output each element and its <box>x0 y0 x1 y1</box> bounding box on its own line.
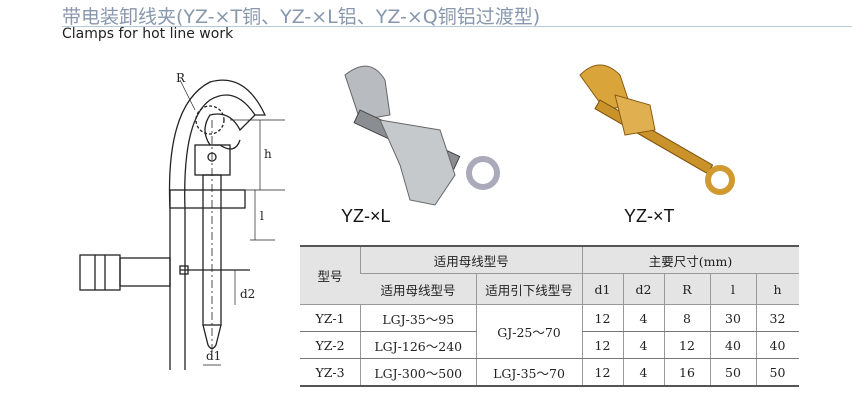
label-R: R <box>176 71 186 85</box>
cell-bus: LGJ-300～500 <box>360 358 476 387</box>
cell-down: GJ-25～70 <box>475 304 582 359</box>
header-l: l <box>709 273 756 305</box>
cell-d2: 4 <box>622 331 664 359</box>
cell-R: 8 <box>663 304 710 332</box>
header-bus: 适用母线型号 <box>360 273 476 305</box>
cell-bus: LGJ-126～240 <box>360 331 476 359</box>
header-R: R <box>663 273 710 305</box>
photo-caption-yz-l: YZ-×L <box>341 206 391 226</box>
header-model: 型号 <box>300 245 361 305</box>
photo-yz-l-clamp <box>344 65 500 206</box>
table-header-row: 型号 适用母线型号 主要尺寸(mm) <box>300 245 799 305</box>
technical-drawing: R h l d2 d1 <box>79 71 285 370</box>
table-row: YZ-2 LGJ-126～240 12 4 12 40 40 <box>300 331 799 359</box>
cell-R: 16 <box>663 358 710 387</box>
header-dims-group: 主要尺寸(mm) <box>581 245 799 274</box>
label-d1: d1 <box>206 349 221 363</box>
cell-down: LGJ-35～70 <box>475 358 582 387</box>
cell-h: 40 <box>755 331 799 359</box>
header-down: 适用引下线型号 <box>475 273 582 305</box>
cell-l: 40 <box>709 331 756 359</box>
cell-model: YZ-2 <box>300 331 361 359</box>
cell-h: 50 <box>755 358 799 387</box>
label-l: l <box>260 209 264 223</box>
cell-bus: LGJ-35～95 <box>360 304 476 332</box>
table-subheader-row: 适用母线型号 适用引下线型号 d1 d2 R l h <box>300 273 799 305</box>
cell-d2: 4 <box>622 358 664 387</box>
spec-table: 型号 适用母线型号 主要尺寸(mm) 适用母线型号 适用引下线型号 d1 d2 … <box>300 245 799 387</box>
cell-l: 30 <box>709 304 756 332</box>
label-d2: d2 <box>240 287 255 301</box>
cell-h: 32 <box>755 304 799 332</box>
cell-d2: 4 <box>622 304 664 332</box>
cell-l: 50 <box>709 358 756 387</box>
cell-d1: 12 <box>581 304 623 332</box>
photo-caption-yz-t: YZ-×T <box>624 206 675 226</box>
cell-d1: 12 <box>581 358 623 387</box>
table-row: YZ-3 LGJ-300～500 LGJ-35～70 12 4 16 50 50 <box>300 358 799 387</box>
photo-yz-t-clamp <box>579 64 735 195</box>
header-h: h <box>755 273 799 305</box>
header-d1: d1 <box>581 273 623 305</box>
page-subtitle: Clamps for hot line work <box>62 26 234 42</box>
cell-R: 12 <box>663 331 710 359</box>
header-bus-group: 适用母线型号 <box>360 245 582 274</box>
cell-model: YZ-3 <box>300 358 361 387</box>
title-divider <box>62 26 852 27</box>
label-h: h <box>264 147 272 161</box>
page-title: 带电装卸线夹(YZ-×T铜、YZ-×L铝、YZ-×Q铜铝过渡型) <box>62 6 541 28</box>
header-d2: d2 <box>622 273 664 305</box>
table-row: YZ-1 LGJ-35～95 GJ-25～70 12 4 8 30 32 <box>300 304 799 359</box>
cell-model: YZ-1 <box>300 304 361 332</box>
cell-d1: 12 <box>581 331 623 359</box>
